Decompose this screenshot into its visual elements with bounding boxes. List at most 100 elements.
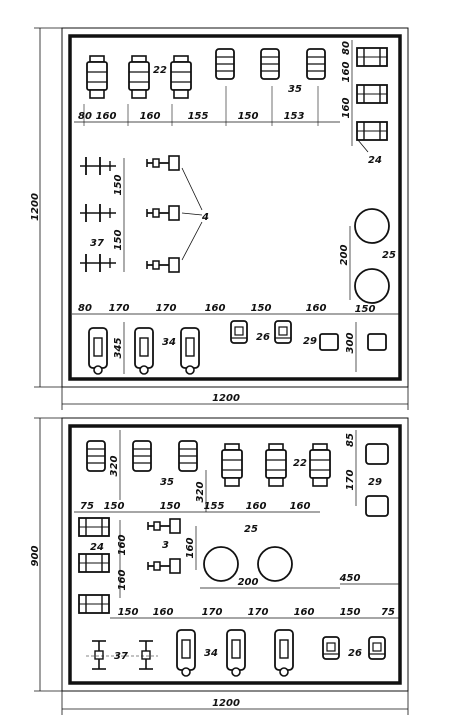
- cart-34: [176, 629, 196, 677]
- dim-160-v2: 160: [117, 570, 128, 591]
- bottom-row-dims: 75 150 150 155 160 160: [74, 501, 320, 513]
- top-bench-dims: 150 150: [113, 158, 125, 272]
- dim-320-b: 320: [195, 482, 206, 503]
- top-cart-dim: 345: [113, 322, 125, 374]
- bottom-width-label: 1200: [212, 698, 240, 709]
- machine-22: [221, 443, 243, 487]
- cart-34: [226, 629, 246, 677]
- cart-34: [180, 327, 200, 375]
- roller-24: [356, 47, 388, 67]
- dim-75-b: 75: [381, 607, 395, 618]
- unit-29: [365, 443, 389, 465]
- dim-160: 160: [96, 111, 117, 122]
- bottom-height-dim: 900: [30, 417, 62, 692]
- label-35: 35: [160, 477, 174, 488]
- dim-170-b: 170: [156, 303, 177, 314]
- dim-200: 200: [238, 577, 259, 588]
- label-22: 22: [293, 458, 307, 469]
- label-37: 37: [114, 651, 128, 662]
- block-35: [260, 48, 280, 80]
- dim-150-c: 150: [118, 607, 139, 618]
- machine-22: [128, 55, 150, 99]
- roller-24: [356, 121, 388, 141]
- unit-29: [365, 495, 389, 517]
- dim-345: 345: [113, 338, 124, 359]
- dim-170-right: 170: [345, 470, 356, 491]
- lathe-3: [147, 558, 181, 574]
- bottom-roller-dims: 160 160: [117, 520, 128, 598]
- bottom-outer-wall: [61, 417, 409, 692]
- top-height-label: 1200: [30, 193, 41, 221]
- stand-26: [368, 636, 386, 660]
- unit-29: [367, 333, 387, 351]
- stand-26: [274, 320, 292, 344]
- top-right-dims: 80 160 160: [341, 40, 353, 146]
- bottom-plan: 900 1200 35 320 320 22 29 85: [30, 417, 409, 715]
- tank-25: [354, 268, 390, 304]
- dim-150-c: 150: [355, 304, 376, 315]
- dim-160-v1: 160: [117, 535, 128, 556]
- dim-160-right-2: 160: [341, 98, 352, 119]
- machine-22: [265, 443, 287, 487]
- dim-150: 150: [104, 501, 125, 512]
- top-tank-dims: 200: [339, 226, 351, 300]
- label-29: 29: [368, 477, 382, 488]
- label-24: 24: [90, 542, 104, 553]
- post-37: [91, 640, 107, 670]
- tank-25: [257, 546, 293, 582]
- dim-153: 153: [284, 111, 305, 122]
- label-37: 37: [90, 238, 104, 249]
- dim-160-v3: 160: [185, 538, 196, 559]
- dim-160: 160: [140, 111, 161, 122]
- label-26: 26: [348, 648, 362, 659]
- cart-34: [274, 629, 294, 677]
- cart-34: [88, 327, 108, 375]
- dim-170-a: 170: [202, 607, 223, 618]
- dim-150-d: 150: [340, 607, 361, 618]
- label-25: 25: [244, 524, 258, 535]
- dim-170-b: 170: [248, 607, 269, 618]
- top-unit-dim: 300: [345, 322, 357, 372]
- dim-160-c: 160: [153, 607, 174, 618]
- top-bottom-dims: 80 170 170 160 150 160 150: [72, 303, 400, 315]
- bottom-height-label: 900: [30, 546, 41, 567]
- bottom-right-dims: 85 170: [345, 430, 357, 506]
- cart-34: [134, 327, 154, 375]
- bench-37: [79, 203, 117, 223]
- dim-170-a: 170: [109, 303, 130, 314]
- tank-25: [203, 546, 239, 582]
- top-width-label: 1200: [212, 393, 240, 404]
- top-row-dims: 80 160 160 155 150 153: [74, 86, 340, 126]
- bottom-block-dims: 320 320: [109, 430, 207, 512]
- dim-450: 450: [339, 573, 361, 584]
- dim-150: 150: [160, 501, 181, 512]
- dim-160: 160: [246, 501, 267, 512]
- bottom-inner-wall: [68, 424, 402, 685]
- dim-160-d: 160: [294, 607, 315, 618]
- roller-24: [356, 84, 388, 104]
- dim-150-v1: 150: [113, 175, 124, 196]
- top-width-dim: 1200: [61, 387, 409, 410]
- dim-80-right: 80: [341, 41, 352, 55]
- stand-26: [322, 636, 340, 660]
- top-height-dim: 1200: [30, 27, 62, 388]
- dim-160-right-1: 160: [341, 62, 352, 83]
- label-3: 3: [162, 540, 169, 551]
- bench-37: [79, 156, 117, 176]
- lathe-4: [146, 205, 180, 221]
- roller-24: [78, 553, 110, 573]
- dim-160-c: 160: [205, 303, 226, 314]
- block-35: [86, 440, 106, 472]
- dim-155: 155: [204, 501, 225, 512]
- label-34: 34: [204, 648, 218, 659]
- label-25: 25: [382, 250, 396, 261]
- lathe-4: [146, 155, 180, 171]
- machine-22: [170, 55, 192, 99]
- bench-37: [79, 253, 117, 273]
- dim-300: 300: [345, 333, 356, 354]
- bottom-lathe-dim: 160: [185, 526, 197, 570]
- dim-160: 160: [290, 501, 311, 512]
- top-plan: 1200 1200 22 35 24 80 160 160: [30, 27, 409, 410]
- label-22: 22: [153, 65, 167, 76]
